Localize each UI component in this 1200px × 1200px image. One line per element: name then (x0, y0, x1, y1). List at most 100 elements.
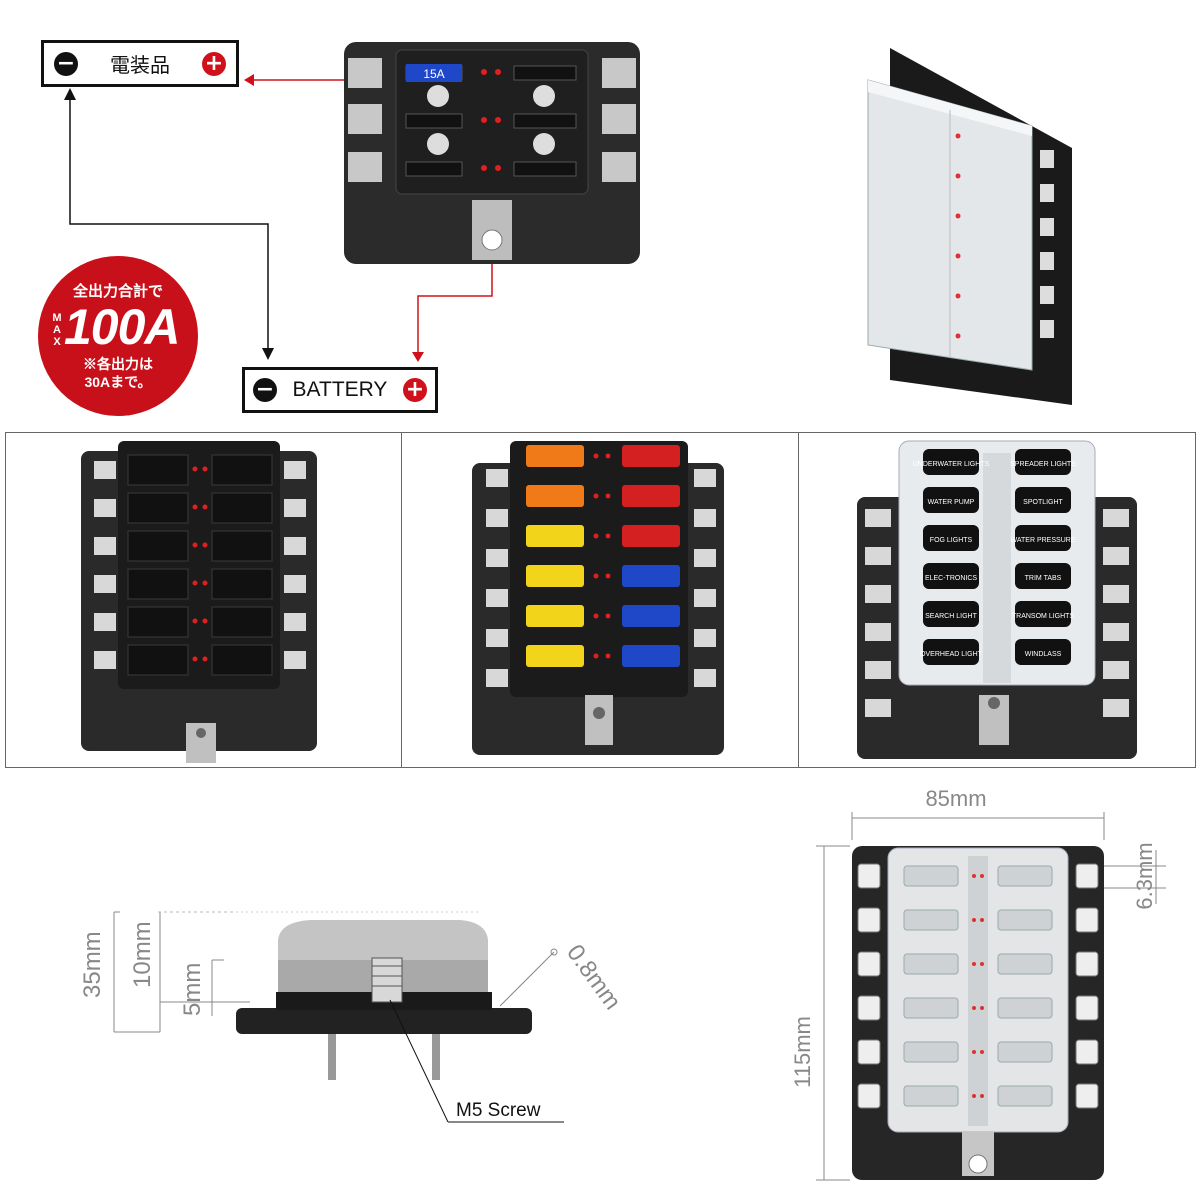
led (192, 504, 198, 510)
fuse-outline (997, 953, 1053, 975)
terminal-tab (284, 499, 306, 517)
terminal-tab (694, 629, 716, 647)
cover-label-badge (1015, 525, 1071, 551)
led (605, 453, 611, 459)
led (593, 493, 599, 499)
top-dimension-drawing: 85mm 115mm 6.3mm (790, 786, 1166, 1181)
fuse-outline (997, 1085, 1053, 1107)
cover-label-badge (1015, 487, 1071, 513)
load-label-box: − 電装品 + (41, 40, 239, 87)
fuse-outline (903, 909, 959, 931)
fuse (526, 645, 584, 667)
terminal-tab (857, 995, 881, 1021)
fuse-slot (127, 644, 189, 676)
terminal-tab (694, 469, 716, 487)
led (192, 542, 198, 548)
fuse (622, 485, 680, 507)
badge-max: MAX (52, 312, 62, 348)
led (593, 453, 599, 459)
terminal-tab (1103, 509, 1129, 527)
terminal-tab (284, 537, 306, 555)
terminal-tab (857, 863, 881, 889)
fuse (526, 605, 584, 627)
cover-label-right: SPREADER LIGHTS (1010, 461, 1076, 468)
terminal-tab (1103, 547, 1129, 565)
led (192, 656, 198, 662)
cover-label-right: WATER PRESSURE (1011, 537, 1076, 544)
fuse (622, 605, 680, 627)
led (202, 504, 208, 510)
cover-label-badge (1015, 601, 1071, 627)
cover-label-badge (1015, 563, 1071, 589)
terminal-tab (865, 623, 891, 641)
photo-panel-fuses (401, 432, 799, 768)
empty-fuse-block (81, 441, 317, 763)
terminal-tab (284, 575, 306, 593)
dim-gap: 0.8mm (561, 940, 626, 1015)
dim-base-height: 5mm (179, 963, 206, 1016)
dim-width: 85mm (925, 786, 986, 811)
plus-icon: + (202, 51, 226, 76)
terminal-tab (1103, 585, 1129, 603)
terminal-tab (1103, 699, 1129, 717)
cover-label-right: TRIM TABS (1025, 575, 1062, 582)
covered-fuse-block-3d-view (867, 48, 1072, 405)
battery-label: BATTERY (292, 378, 388, 401)
terminal-tab (94, 651, 116, 669)
cover-label-badge (923, 525, 979, 551)
fuse-slot (211, 530, 273, 562)
photo-panel-empty (5, 432, 402, 768)
fuse-outline (903, 953, 959, 975)
led (980, 874, 984, 878)
fuse-outline (903, 865, 959, 887)
wiring-diagram: 15A (64, 42, 640, 362)
terminal-tab (865, 699, 891, 717)
terminal-tab (865, 547, 891, 565)
led (593, 573, 599, 579)
led (980, 1050, 984, 1054)
led (972, 1050, 976, 1054)
led (202, 542, 208, 548)
terminal-tab (1075, 951, 1099, 977)
cover-label-right: TRANSOM LIGHTS (1012, 613, 1075, 620)
dim-height: 115mm (790, 1016, 815, 1088)
cover-label-right: SPOTLIGHT (1023, 499, 1063, 506)
led (605, 613, 611, 619)
cover-label-right: WINDLASS (1025, 651, 1062, 658)
led (980, 1094, 984, 1098)
terminal-tab (94, 537, 116, 555)
cover-label-badge (1015, 449, 1071, 475)
fuse (526, 565, 584, 587)
led (972, 874, 976, 878)
led (593, 533, 599, 539)
terminal-tab (865, 509, 891, 527)
fuse-block-with-fuses (472, 441, 724, 755)
terminal-tab (486, 509, 508, 527)
fuse-slot (211, 568, 273, 600)
cover-label-badge (923, 487, 979, 513)
cover-label-badge (923, 639, 979, 665)
terminal-tab (865, 661, 891, 679)
minus-icon: − (54, 51, 78, 76)
terminal-tab (1103, 623, 1129, 641)
max-current-badge: 全出力合計で MAX 100A ※各出力は 30Aまで。 (38, 256, 198, 416)
fuse (622, 645, 680, 667)
terminal-tab (486, 669, 508, 687)
led (980, 962, 984, 966)
fuse-outline (997, 909, 1053, 931)
fuse-outline (997, 997, 1053, 1019)
cover-label-badge (1015, 639, 1071, 665)
badge-line-3: ※各出力は (83, 356, 153, 372)
led (980, 1006, 984, 1010)
led (972, 918, 976, 922)
led (605, 573, 611, 579)
cover-label-badge (923, 601, 979, 627)
terminal-tab (857, 1083, 881, 1109)
led (605, 533, 611, 539)
terminal-tab (857, 951, 881, 977)
led (593, 653, 599, 659)
led (980, 918, 984, 922)
terminal-tab (486, 549, 508, 567)
fuse (526, 445, 584, 467)
